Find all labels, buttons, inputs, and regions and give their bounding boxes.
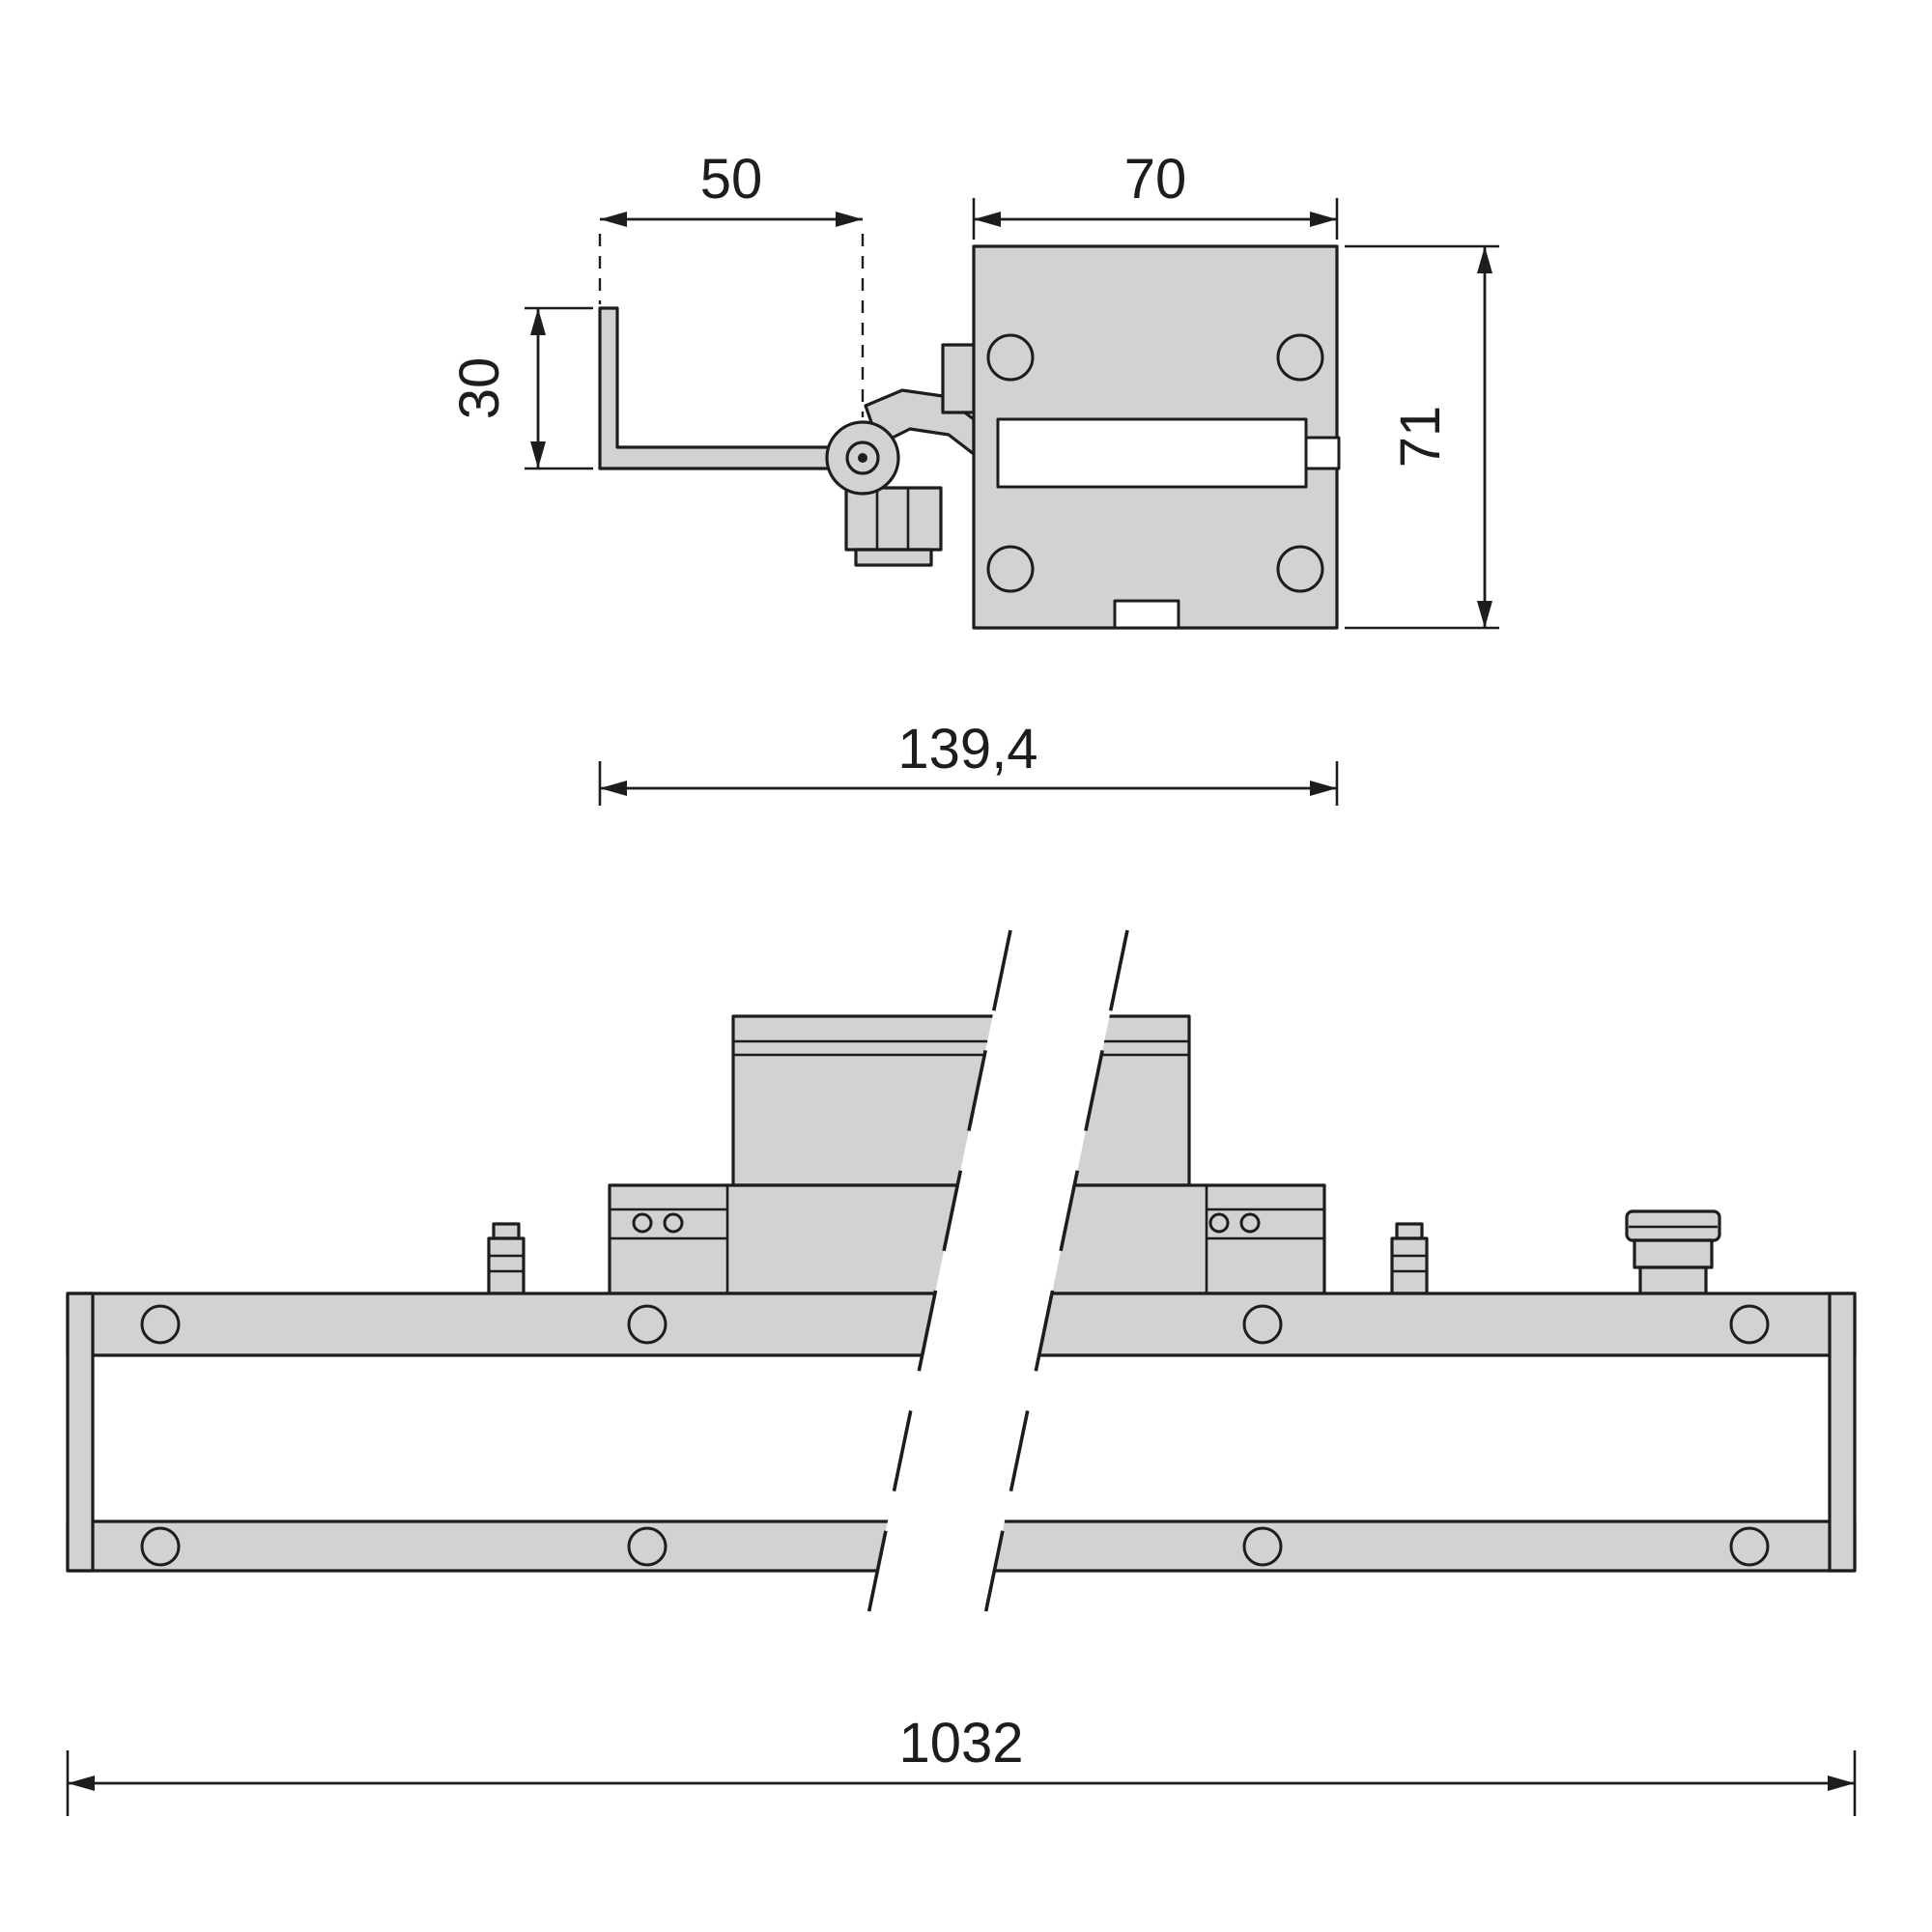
bar-end-cap-right (1828, 1292, 1857, 1573)
dimension-139-4: 139,4 (598, 718, 1339, 806)
cable-gland (1625, 1209, 1721, 1295)
arrowhead (1310, 781, 1337, 796)
bar-screw (1729, 1304, 1770, 1345)
bar-screw (1242, 1526, 1283, 1567)
gland-ring (1633, 1238, 1714, 1269)
base-screw (663, 1212, 684, 1234)
dim-label-70: 70 (1124, 148, 1187, 211)
mounting-bracket (598, 306, 976, 567)
body-side-tab (941, 343, 978, 414)
fixing-bolt-right (1390, 1222, 1429, 1295)
dimension-71: 71 (1345, 244, 1499, 630)
dim-label-71: 71 (1389, 406, 1452, 469)
bolt-body (487, 1236, 526, 1295)
dim-label-1032: 1032 (898, 1712, 1023, 1775)
clamp-foot (854, 548, 933, 567)
bolt-body (1390, 1236, 1429, 1295)
arrowhead (1828, 1776, 1855, 1791)
bar-screw (627, 1304, 668, 1345)
arrowhead (530, 441, 546, 469)
body-slot-notch (1304, 436, 1341, 470)
arrowhead (974, 212, 1001, 227)
dimension-70: 70 (972, 148, 1339, 240)
body-hole (986, 333, 1035, 382)
bracket-clamp (844, 486, 943, 552)
bar-screw (1729, 1526, 1770, 1567)
arrowhead (1477, 246, 1492, 273)
break-mask (863, 930, 1127, 1642)
dimension-30: 30 (448, 306, 593, 470)
arrowhead (68, 1776, 95, 1791)
bar-screw (140, 1304, 181, 1345)
bar-screw (140, 1526, 181, 1567)
bolt-cap (1395, 1222, 1424, 1240)
arrowhead (1477, 601, 1492, 628)
arrowhead (530, 308, 546, 335)
body-hole (1276, 545, 1324, 593)
base-screw (632, 1212, 653, 1234)
dimension-1032: 1032 (66, 1712, 1857, 1816)
dim-label-50: 50 (700, 148, 763, 211)
base-screw (1208, 1212, 1230, 1234)
arrowhead (600, 212, 627, 227)
arrowhead (1310, 212, 1337, 227)
body-bottom-notch (1113, 599, 1180, 630)
luminaire-body-section (941, 244, 1341, 630)
arrowhead (836, 212, 863, 227)
pivot-axis-dot (858, 453, 867, 463)
bolt-cap (492, 1222, 521, 1240)
bracket-arm (598, 306, 849, 470)
body-slot (996, 417, 1308, 489)
gland-body (1638, 1265, 1708, 1295)
break-lines (861, 929, 1129, 1643)
fixing-bolt-left (487, 1222, 526, 1295)
dim-label-30: 30 (448, 357, 511, 420)
arrowhead (600, 781, 627, 796)
front-view: 1032 (66, 929, 1857, 1816)
base-screw (1239, 1212, 1261, 1234)
section-view: 50 70 30 71 (448, 148, 1499, 806)
bar-screw (627, 1526, 668, 1567)
body-hole (986, 545, 1035, 593)
bar-screw (1242, 1304, 1283, 1345)
body-hole (1276, 333, 1324, 382)
dim-label-139-4: 139,4 (897, 718, 1037, 781)
bar-end-cap-left (66, 1292, 95, 1573)
dimension-50: 50 (598, 148, 865, 417)
